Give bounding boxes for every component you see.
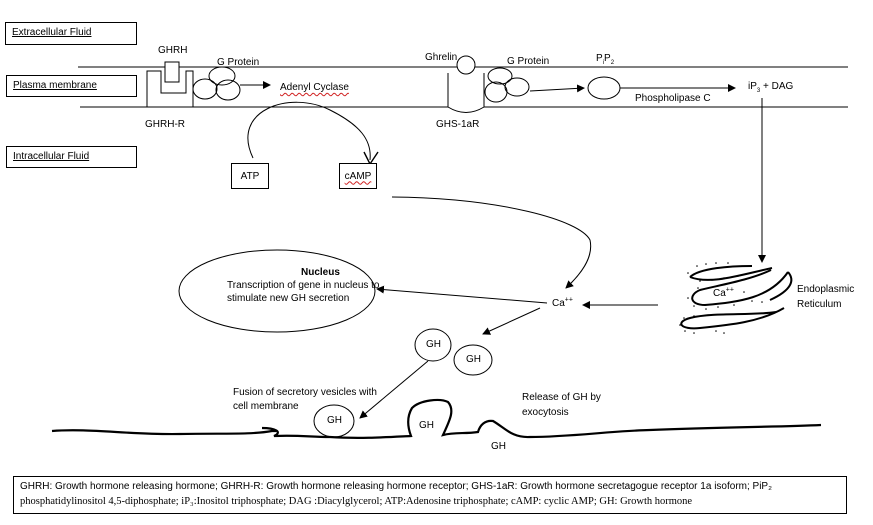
er-calcium-dots	[679, 262, 763, 334]
arrow-camp-to-ca	[391, 196, 592, 289]
pip2-label: PiP2	[596, 53, 615, 66]
ghrh-label: GHRH	[158, 45, 188, 56]
legend-line-1: GHRH: Growth hormone releasing hormone; …	[20, 481, 772, 492]
ghrh-r-label: GHRH-R	[145, 119, 185, 130]
ghrh-receptor	[146, 61, 194, 108]
g-protein-2	[484, 67, 530, 103]
nucleus-ellipse	[178, 249, 376, 333]
plasma-membrane-box: Plasma membrane	[6, 75, 137, 97]
er-label-line1: Endoplasmic	[797, 284, 855, 295]
arrow-ca-to-vesicles	[482, 307, 541, 335]
ghrh-ligand	[164, 61, 180, 83]
er-label-line2: Reticulum	[797, 299, 842, 310]
intracellular-fluid-label: Intracellular Fluid	[13, 151, 90, 162]
endoplasmic-reticulum	[680, 265, 793, 330]
intracellular-fluid-box: Intracellular Fluid	[6, 146, 137, 168]
extracellular-fluid-box: Extracellular Fluid	[5, 22, 137, 45]
pip2-ellipse	[587, 76, 621, 100]
calcium-label: Ca++	[552, 296, 573, 309]
arc-atp-to-camp	[247, 101, 371, 161]
atp-label: ATP	[240, 170, 260, 182]
arrow-ca-to-nucleus	[376, 285, 548, 304]
nucleus-title: Nucleus	[301, 267, 340, 278]
g-protein-1-label: G Protein	[217, 57, 260, 68]
gh-vesicle-3-label: GH	[327, 415, 342, 426]
gh-vesicle-1-label: GH	[426, 339, 441, 350]
gh-vesicle-2-label: GH	[466, 354, 481, 365]
g-protein-1	[192, 66, 241, 101]
adenyl-cyclase-label: Adenyl Cyclase	[280, 82, 349, 93]
phospholipase-c-label: Phospholipase C	[635, 93, 711, 104]
cell-membrane-bottom	[51, 398, 822, 439]
camp-box: cAMP	[339, 163, 377, 189]
er-calcium-label: Ca++	[713, 286, 734, 299]
extracellular-fluid-label: Extracellular Fluid	[12, 27, 92, 38]
nucleus-text-line2: stimulate new GH secretion	[227, 293, 350, 304]
fusion-annotation-line2: cell membrane	[233, 401, 299, 412]
ip3-dag-label: iP3 + DAG	[748, 81, 794, 94]
atp-box: ATP	[231, 163, 269, 189]
legend-line-2: phosphatidylinositol 4,5-diphosphate; iP…	[20, 496, 693, 507]
ghrelin-label: Ghrelin	[425, 52, 458, 63]
ghs-1ar-receptor	[447, 55, 485, 113]
camp-label: cAMP	[344, 170, 372, 182]
ghs-1ar-label: GHS-1aR	[436, 119, 480, 130]
arrow-gprotein-to-pip2	[529, 84, 585, 93]
nucleus-text-line1: Transcription of gene in nucleus to	[227, 280, 380, 291]
g-protein-2-label: G Protein	[507, 56, 550, 67]
release-annotation-line1: Release of GH by	[522, 392, 601, 403]
plasma-membrane-label: Plasma membrane	[13, 80, 97, 91]
gh-exocytosis-label: GH	[419, 420, 434, 431]
fusion-annotation-line1: Fusion of secretory vesicles with	[233, 387, 377, 398]
ghrelin-ligand	[456, 55, 476, 75]
release-annotation-line2: exocytosis	[522, 407, 569, 418]
abbreviation-legend: GHRH: Growth hormone releasing hormone; …	[13, 476, 847, 514]
gh-released-label: GH	[491, 441, 506, 452]
arrow-vesicle-to-membrane	[359, 360, 429, 419]
